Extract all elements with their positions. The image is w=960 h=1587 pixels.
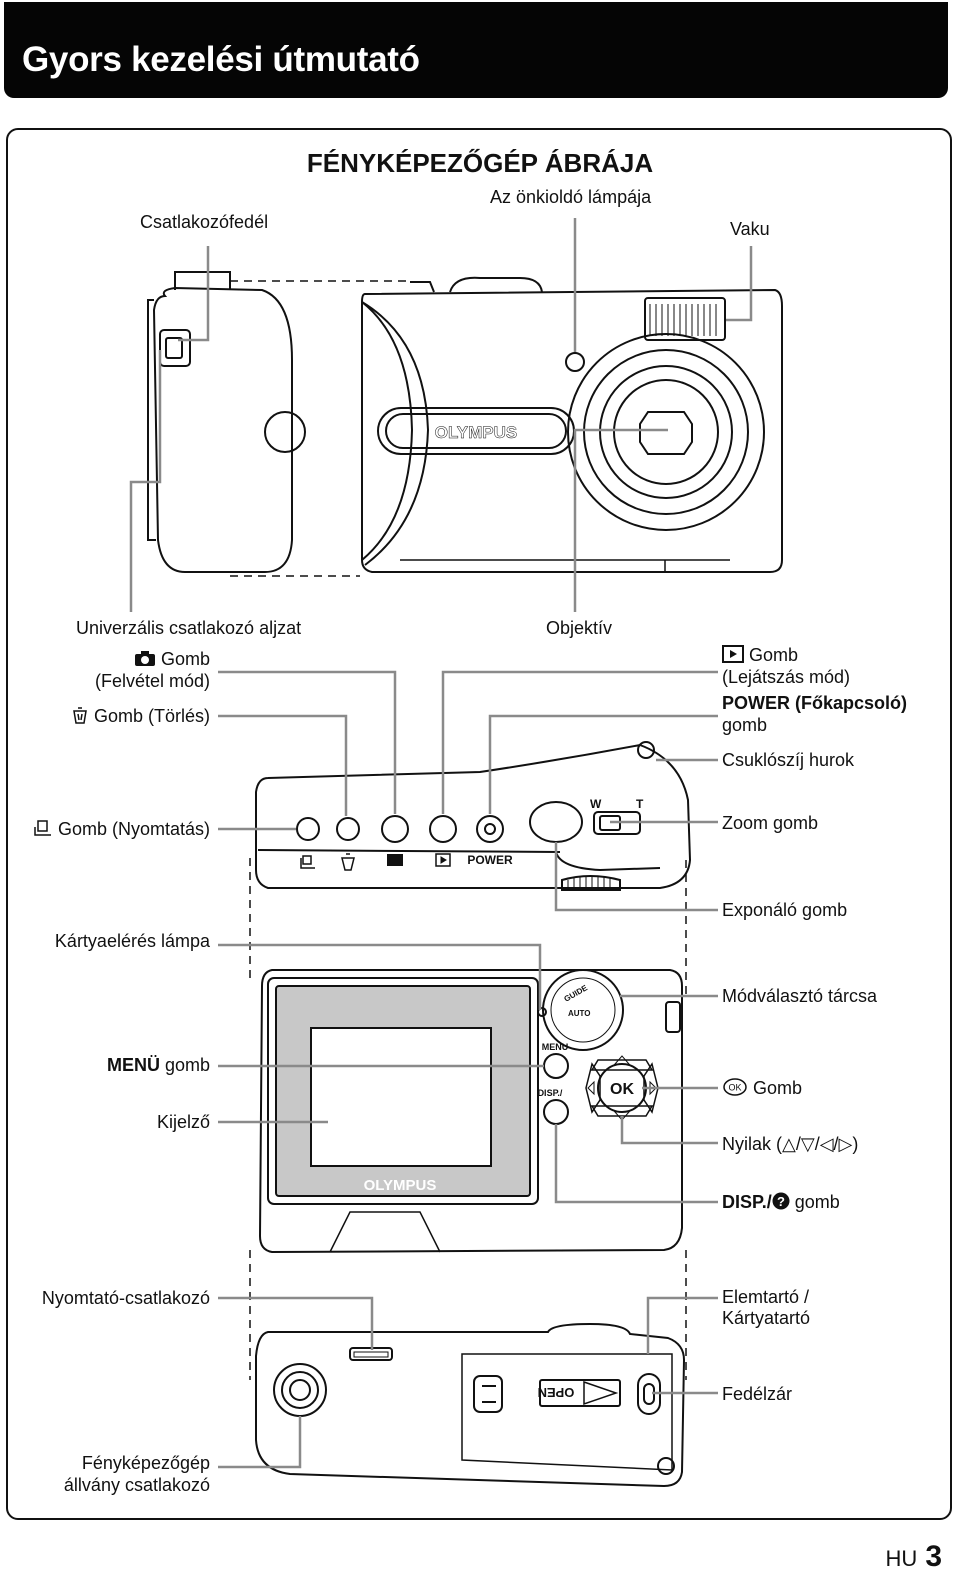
label-ok-button: OK Gomb — [722, 1077, 802, 1101]
camera-icon — [134, 649, 156, 672]
label-mode-dial: Módválasztó tárcsa — [722, 986, 878, 1006]
playback-icon — [722, 645, 744, 668]
diagram-title: FÉNYKÉPEZŐGÉP ÁBRÁJA — [306, 148, 654, 178]
label-lens: Objektív — [546, 618, 613, 638]
label-power-switch: POWER (Főkapcsoló) — [722, 693, 908, 713]
ok-caption: OK — [610, 1081, 634, 1098]
dial-guide-caption: GUIDE — [563, 983, 590, 1004]
camera-back-view — [258, 969, 683, 1254]
page-header: Gyors kezelési útmutató — [4, 2, 948, 98]
disp-caption: DISP./ — [538, 1088, 563, 1098]
zoom-t-caption: T — [636, 797, 644, 811]
label-flash: Vaku — [730, 219, 770, 239]
label-card-lamp: Kártyaelérés lámpa — [54, 931, 210, 951]
help-icon: ? — [772, 1192, 790, 1215]
ok-icon: OK — [722, 1078, 748, 1101]
svg-text:OK: OK — [728, 1083, 741, 1093]
label-printer-connector: Nyomtató-csatlakozó — [41, 1288, 210, 1308]
label-card-compartment: Kártyatartó — [722, 1308, 811, 1328]
back-logo: OLYMPUS — [364, 1177, 437, 1194]
label-shutter-button: Exponáló gomb — [722, 900, 848, 920]
trash-icon — [71, 706, 89, 729]
camera-side-view — [147, 271, 306, 573]
leader-lines — [129, 218, 753, 1469]
label-arrows: Nyilak (△/▽/◁/▷) — [722, 1134, 859, 1154]
label-disp-button: DISP./? gomb — [722, 1191, 840, 1215]
label-multi-connector: Univerzális csatlakozó aljzat — [76, 618, 302, 638]
page-title: Gyors kezelési útmutató — [22, 40, 420, 79]
zoom-w-caption: W — [590, 797, 602, 811]
label-erase-button: Gomb (Törlés) — [71, 705, 210, 729]
label-print-button: Gomb (Nyomtatás) — [33, 818, 210, 842]
svg-text:?: ? — [777, 1194, 785, 1209]
label-tripod-socket: Fényképezőgép — [81, 1453, 210, 1473]
print-icon — [33, 819, 53, 842]
label-tripod-socket-sub: állvány csatlakozó — [63, 1475, 210, 1495]
label-power-switch-sub: gomb — [722, 715, 768, 735]
label-playback-button: Gomb — [722, 644, 798, 668]
diagram-frame — [6, 128, 952, 1520]
menu-caption: MENU — [542, 1042, 569, 1052]
power-caption: POWER — [467, 853, 513, 867]
label-playback-mode: (Lejátszás mód) — [722, 667, 851, 687]
label-battery-compartment: Elemtartó / — [722, 1287, 810, 1307]
label-zoom-button: Zoom gomb — [722, 813, 819, 833]
camera-front-view — [361, 276, 783, 573]
label-monitor: Kijelző — [156, 1112, 210, 1132]
front-logo: OLYMPUS — [435, 423, 518, 442]
camera-top-view — [255, 741, 692, 891]
open-caption: OPEN — [538, 1385, 575, 1400]
label-shooting-mode: (Felvétel mód) — [94, 671, 210, 691]
label-connector-cover: Csatlakozófedél — [140, 212, 269, 232]
label-cover-lock: Fedélzár — [722, 1384, 793, 1404]
label-strap-eyelet: Csuklószíj hurok — [722, 750, 855, 770]
label-menu-button: MENÜ gomb — [106, 1055, 210, 1075]
camera-bottom-view — [255, 1322, 686, 1488]
dial-auto-caption: AUTO — [568, 1009, 591, 1018]
label-selftimer-lamp: Az önkioldó lámpája — [490, 187, 652, 207]
label-shooting-button: Gomb — [134, 648, 210, 672]
